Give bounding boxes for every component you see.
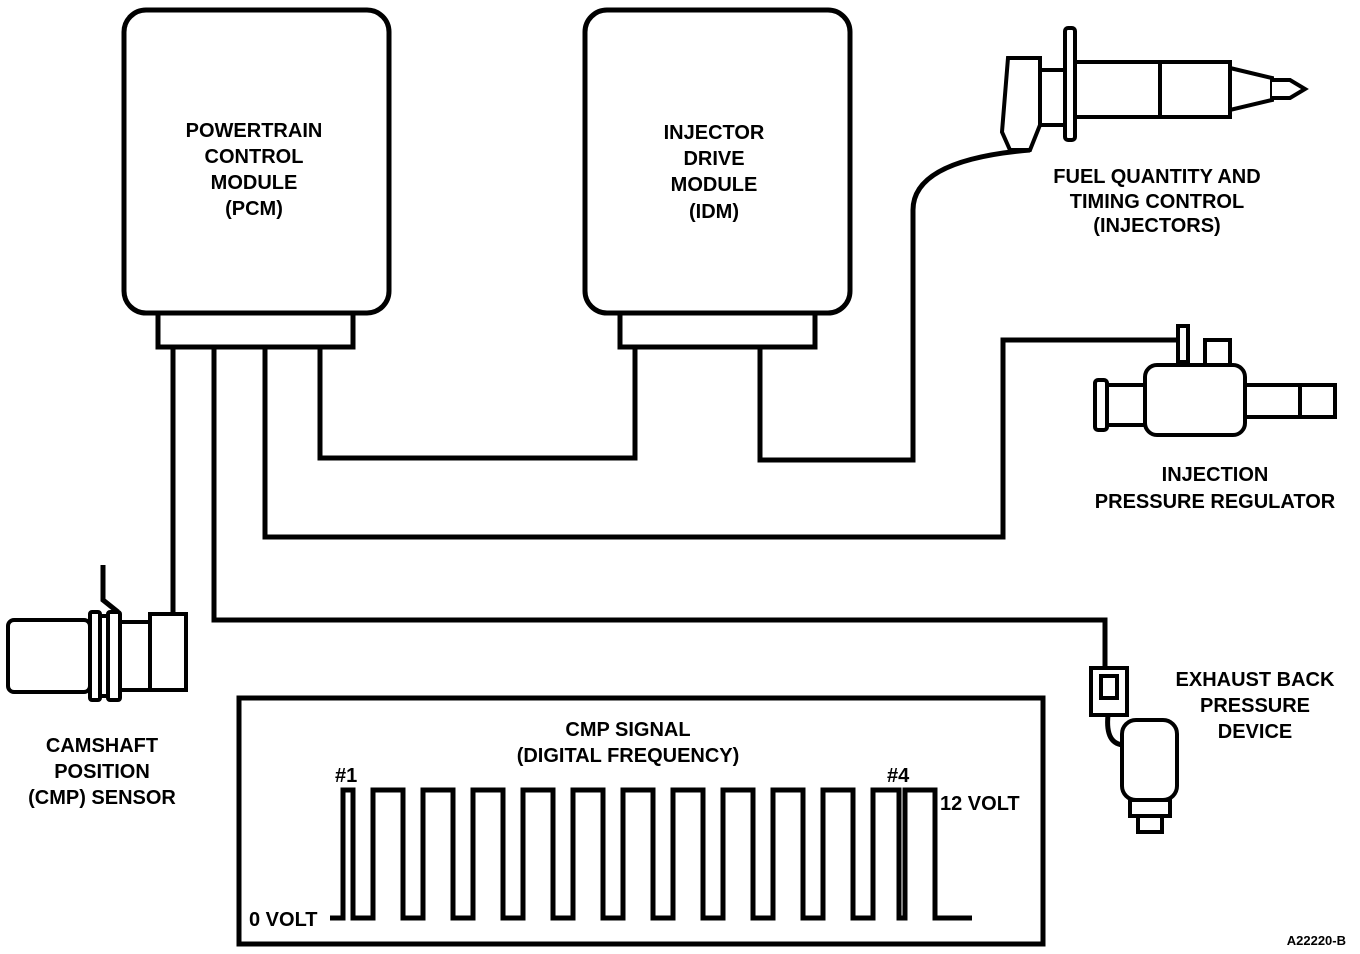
wire-pcm-to-ebp — [211, 347, 1108, 668]
idm-module — [582, 7, 853, 350]
idm-label-line2: DRIVE — [683, 148, 744, 170]
high-voltage-label: 12 VOLT — [940, 793, 1020, 815]
figure-id: A22220-B — [1287, 933, 1346, 948]
cmp-sensor-icon — [6, 565, 188, 702]
idm-label-line3: MODULE — [671, 174, 758, 196]
low-voltage-label: 0 VOLT — [249, 909, 318, 931]
wire-pcm-to-idm — [317, 347, 638, 461]
ebp-icon — [1089, 666, 1179, 834]
injectors-label-line2: TIMING CONTROL — [1070, 191, 1244, 213]
pcm-label-line2: CONTROL — [205, 146, 304, 168]
pcm-label-line3: MODULE — [211, 172, 298, 194]
marker-last: #4 — [887, 765, 910, 787]
cmp-signal-title-line1: CMP SIGNAL — [565, 719, 690, 741]
wire-idm-to-injectors — [757, 147, 1031, 463]
ipr-label-line1: INJECTION — [1162, 464, 1269, 486]
injectors-label-line3: (INJECTORS) — [1093, 215, 1220, 237]
cmp-waveform — [330, 787, 972, 921]
cmp-sensor-label-line3: (CMP) SENSOR — [28, 787, 176, 809]
pcm-label-line1: POWERTRAIN — [186, 120, 323, 142]
ebp-label-line3: DEVICE — [1218, 721, 1292, 743]
cmp-sensor-label-line1: CAMSHAFT — [46, 735, 158, 757]
pcm-label-line4: (PCM) — [225, 198, 283, 220]
ipr-label-line2: PRESSURE REGULATOR — [1095, 491, 1336, 513]
pcm-module — [121, 7, 392, 350]
wire-pcm-to-ipr — [262, 337, 1180, 540]
ipr-icon — [1093, 324, 1337, 437]
ebp-label-line2: PRESSURE — [1200, 695, 1310, 717]
idm-label-line1: INJECTOR — [664, 122, 765, 144]
ebp-label-line1: EXHAUST BACK — [1176, 669, 1335, 691]
cmp-sensor-label-line2: POSITION — [54, 761, 150, 783]
cmp-signal-title-line2: (DIGITAL FREQUENCY) — [517, 745, 740, 767]
injectors-label-line1: FUEL QUANTITY AND — [1053, 166, 1260, 188]
marker-first: #1 — [335, 765, 357, 787]
injector-icon — [999, 26, 1309, 152]
idm-label-line4: (IDM) — [689, 201, 739, 223]
